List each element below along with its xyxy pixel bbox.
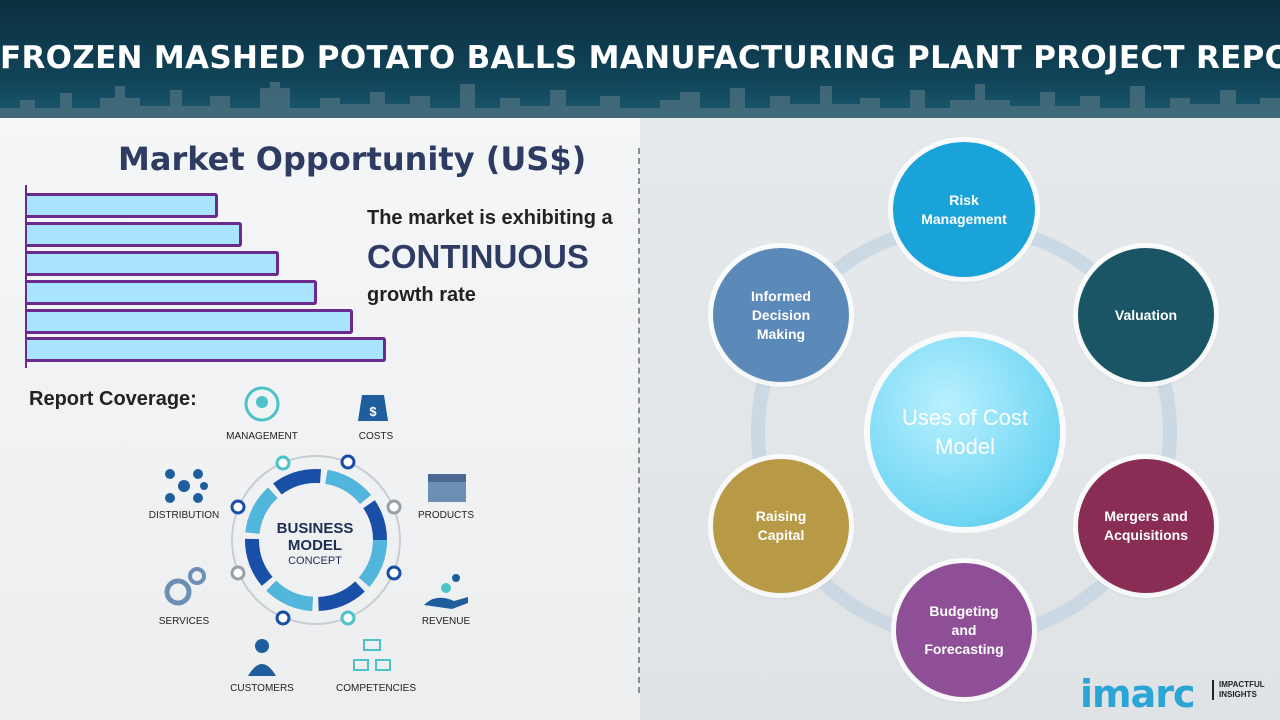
coverage-label-products: PRODUCTS (417, 510, 475, 521)
business-model-diagram: $ (164, 386, 468, 676)
coverage-label-costs: COSTS (358, 431, 394, 442)
panel-divider (638, 148, 640, 693)
growth-bar (27, 337, 386, 362)
services-icon (164, 567, 206, 606)
distribution-icon (165, 469, 208, 503)
business-model-title: BUSINESS MODEL (276, 520, 354, 554)
imarc-logo: imarc (1080, 672, 1196, 716)
use-label: Risk Management (921, 191, 1007, 227)
report-coverage-label: Report Coverage: (29, 388, 197, 410)
market-text-line1: The market is exhibiting a (367, 207, 613, 229)
use-label: Informed Decision Making (751, 287, 811, 342)
left-panel (0, 118, 640, 720)
coverage-label-competencies: COMPETENCIES (335, 683, 416, 694)
competencies-icon (353, 639, 391, 671)
svg-text:$: $ (369, 404, 377, 419)
market-opportunity-title: Market Opportunity (US$) (118, 140, 587, 178)
coverage-label-management: MANAGEMENT (226, 431, 298, 442)
market-text-highlight: CONTINUOUS (367, 238, 589, 275)
use-label: Mergers and Acquisitions (1103, 508, 1188, 543)
growth-bar (27, 222, 242, 247)
market-text-line3: growth rate (367, 284, 476, 306)
report-title: FROZEN MASHED POTATO BALLS MANUFACTURING… (0, 40, 1280, 76)
use-circle-mergers: Mergers and Acquisitions (1078, 459, 1214, 593)
growth-bar (27, 193, 218, 218)
coverage-label-revenue: REVENUE (421, 616, 471, 627)
coverage-label-distribution: DISTRIBUTION (148, 510, 220, 521)
use-label: Budgeting and Forecasting (924, 602, 1004, 657)
coverage-label-customers: CUSTOMERS (230, 683, 294, 694)
tagline-line2: INSIGHTS (1219, 690, 1257, 699)
tagline-line1: IMPACTFUL (1219, 680, 1265, 689)
growth-bar (27, 280, 317, 305)
growth-bar (27, 251, 279, 276)
business-model-subtitle: CONCEPT (288, 555, 342, 567)
connector-dots (230, 454, 402, 626)
customers-icon (248, 639, 276, 676)
management-icon (244, 386, 280, 422)
use-circle-risk-management: Risk Management (893, 142, 1035, 277)
coverage-label-services: SERVICES (158, 616, 210, 627)
costs-icon: $ (358, 395, 388, 421)
uses-center-circle: Uses of Cost Model (870, 337, 1060, 527)
use-circle-informed-decision: Informed Decision Making (713, 248, 849, 382)
use-label: Raising Capital (755, 508, 807, 543)
products-icon (428, 474, 466, 502)
growth-bar (27, 309, 353, 334)
header-banner: FROZEN MASHED POTATO BALLS MANUFACTURING… (0, 0, 1280, 118)
city-skyline-graphic (0, 82, 1280, 118)
use-circle-budgeting: Budgeting and Forecasting (896, 563, 1032, 697)
revenue-icon (424, 574, 468, 609)
use-label: Valuation (1114, 306, 1178, 323)
use-circle-valuation: Valuation (1078, 248, 1214, 382)
use-circle-raising-capital: Raising Capital (713, 459, 849, 593)
bar-axis (25, 185, 27, 368)
